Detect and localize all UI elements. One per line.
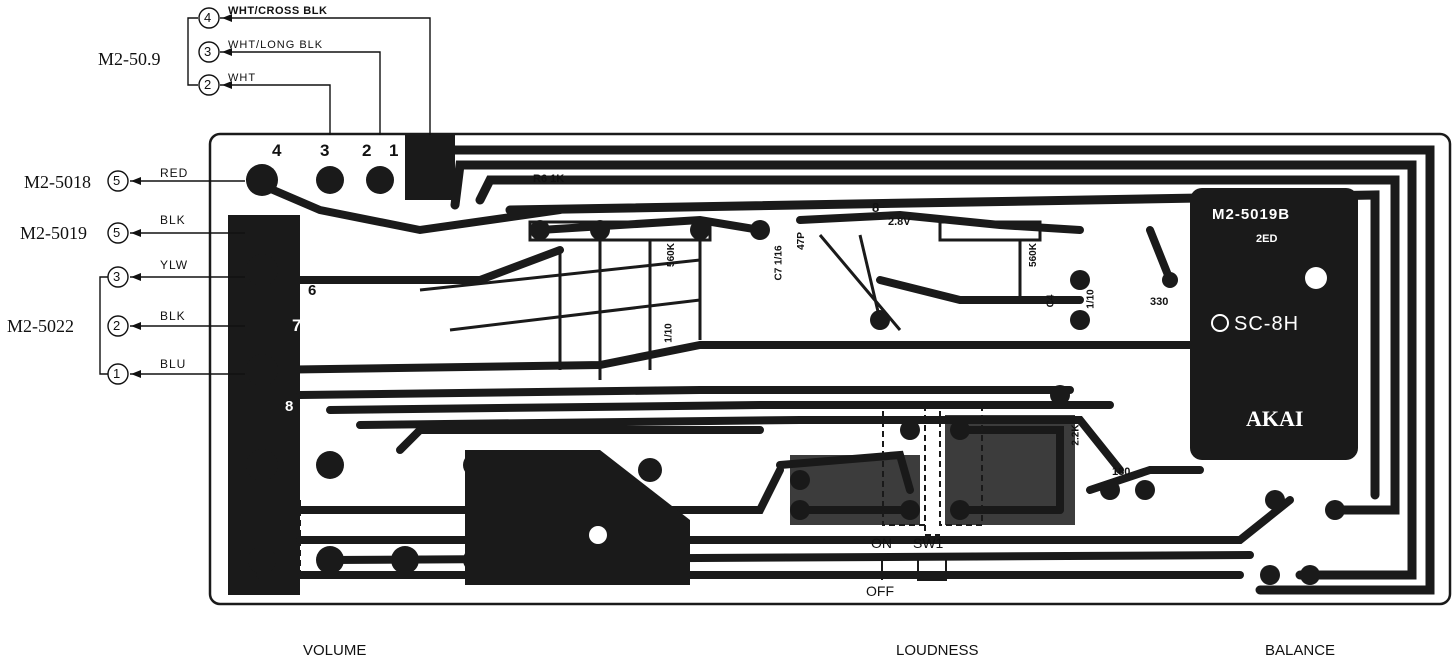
pin-num: 4 bbox=[204, 10, 212, 25]
components bbox=[419, 220, 1042, 380]
module-crosshair bbox=[1211, 314, 1229, 332]
switch-on-label: ON bbox=[871, 535, 892, 551]
pin-num: 3 bbox=[113, 269, 121, 284]
mounting-hole bbox=[589, 526, 607, 544]
wire-label: BLK bbox=[160, 213, 186, 227]
wire-label: RED bbox=[160, 166, 189, 180]
pin-num: 5 bbox=[113, 225, 121, 240]
component-label: 560K bbox=[1027, 243, 1039, 267]
terminal-number: 4 bbox=[272, 141, 282, 160]
pin-num: 1 bbox=[113, 366, 121, 381]
module-sub-label: 2ED bbox=[1256, 233, 1278, 245]
module-hole bbox=[1305, 267, 1327, 289]
volume-label: VOLUME bbox=[303, 642, 367, 659]
signal-traces bbox=[246, 176, 1294, 579]
wire-label: YLW bbox=[160, 258, 189, 272]
wire-label: WHT bbox=[228, 72, 257, 84]
switch-outline bbox=[299, 406, 983, 580]
connector-label: M2-5022 bbox=[7, 316, 74, 336]
terminal-number: 6 bbox=[308, 282, 317, 299]
component-label: 2.2K bbox=[1070, 424, 1082, 446]
pad-bodies bbox=[405, 135, 1075, 585]
board-outline bbox=[208, 132, 1452, 606]
ground-plane bbox=[228, 215, 300, 595]
module-model-label: SC-8H bbox=[1234, 313, 1300, 335]
connector-label: M2-50.9 bbox=[98, 49, 161, 69]
component-label: 2.8V bbox=[888, 216, 911, 228]
terminal-number: 3 bbox=[320, 141, 330, 160]
component-label: 180 bbox=[1112, 466, 1131, 478]
component-label: 47P bbox=[795, 232, 807, 250]
component-label: 1/10 bbox=[663, 323, 675, 343]
terminal-number: 1 bbox=[389, 141, 399, 160]
wire-label: BLU bbox=[160, 357, 187, 371]
connector-wires bbox=[99, 17, 431, 375]
component-label: 8 bbox=[872, 200, 880, 215]
component-label: R6 1K bbox=[533, 173, 565, 185]
switch-name-label: SW1 bbox=[913, 535, 944, 551]
balance-label: BALANCE bbox=[1265, 642, 1336, 659]
pin-num: 2 bbox=[113, 318, 121, 333]
switch-off-label: OFF bbox=[866, 583, 894, 599]
connector-label: M2-5018 bbox=[24, 172, 91, 192]
component-label: C4 bbox=[1045, 294, 1057, 308]
pin-num: 5 bbox=[113, 173, 121, 188]
pin-num: 3 bbox=[204, 44, 212, 59]
module-brand-label: AKAI bbox=[1246, 406, 1304, 431]
component-label: 330 bbox=[1150, 296, 1169, 308]
loudness-label: LOUDNESS bbox=[896, 642, 979, 659]
wire-label: WHT/CROSS BLK bbox=[228, 5, 328, 17]
wire-label: WHT/LONG BLK bbox=[228, 39, 324, 51]
terminal-number: 7 bbox=[292, 316, 302, 335]
sw1-body bbox=[917, 557, 947, 581]
component-label: 560K bbox=[665, 243, 677, 267]
module-part-label: M2-5019B bbox=[1212, 206, 1291, 223]
terminal-number: 2 bbox=[362, 141, 372, 160]
terminal-number: 8 bbox=[285, 398, 294, 415]
wire-label: BLK bbox=[160, 309, 186, 323]
pin-circles bbox=[107, 7, 220, 385]
component-label: 1/10 bbox=[1085, 289, 1097, 309]
module-block bbox=[1190, 188, 1358, 460]
arrowheads bbox=[131, 14, 232, 378]
pin-num: 2 bbox=[204, 77, 212, 92]
connector-label: M2-5019 bbox=[20, 223, 87, 243]
component-label: C7 1/16 bbox=[773, 245, 785, 281]
